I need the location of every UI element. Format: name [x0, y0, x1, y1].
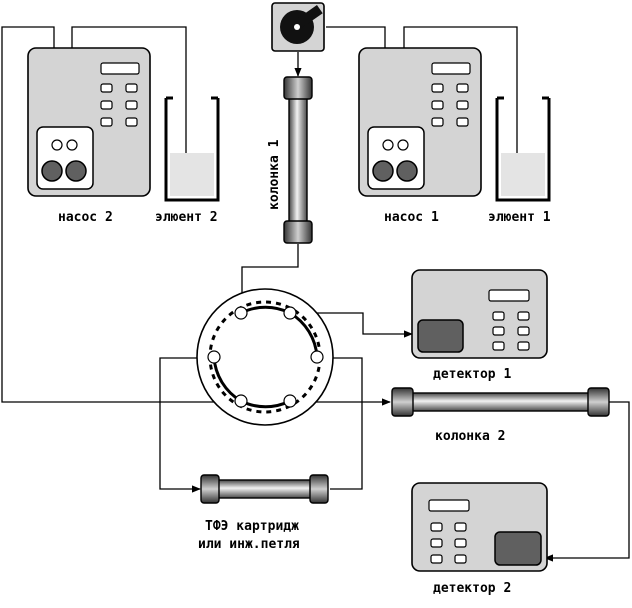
- cartridge-label-line1: ТФЭ картридж: [205, 519, 299, 534]
- column2-to-detector2-line: [544, 401, 630, 562]
- detector1-label: детектор 1: [433, 367, 511, 382]
- switching-valve: [196, 288, 334, 426]
- detector-2: [411, 482, 548, 572]
- valve-to-detector1-line: [291, 312, 413, 338]
- pump-2: [27, 47, 151, 197]
- cartridge-label-line2: или инж.петля: [198, 537, 300, 552]
- eluent1-label: элюент 1: [488, 210, 551, 225]
- column2-label: колонка 2: [435, 429, 505, 444]
- detector-1: [411, 269, 548, 359]
- spe-cartridge: [200, 474, 329, 504]
- pump1-label: насос 1: [384, 210, 439, 225]
- pump2-label: насос 2: [58, 210, 113, 225]
- column-1: [283, 76, 313, 244]
- valve-to-cartridge-line: [159, 357, 213, 493]
- column-2: [391, 387, 610, 417]
- column1-label: колонка 1: [267, 139, 282, 210]
- detector2-label: детектор 2: [433, 581, 511, 596]
- eluent2-label: элюент 2: [155, 210, 218, 225]
- cartridge-to-valve-line: [323, 354, 363, 490]
- autosampler-icon: [271, 2, 325, 52]
- eluent-2-reservoir: [164, 96, 220, 202]
- column1-to-valve-line: [238, 244, 299, 306]
- pump-1: [358, 47, 482, 197]
- eluent-1-reservoir: [495, 96, 551, 202]
